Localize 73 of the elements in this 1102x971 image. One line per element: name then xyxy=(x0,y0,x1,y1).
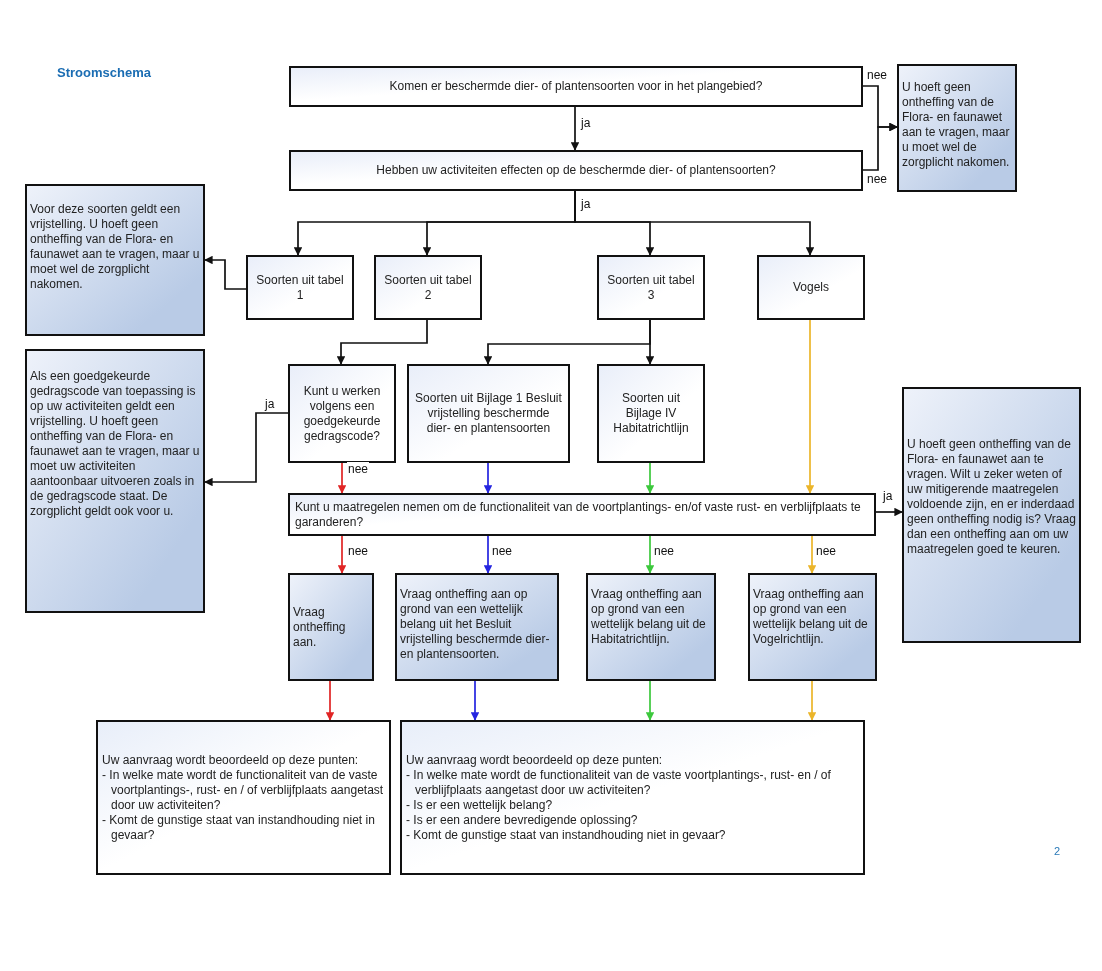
page-number: 2 xyxy=(1054,845,1061,857)
arrow xyxy=(645,319,655,365)
arrow xyxy=(875,507,903,517)
action-box xyxy=(395,573,559,681)
node-text: Voor deze soorten geldt een vrijstelling. U hoeft geen ontheffing van de Flora- en faunawet aan te vragen, maar u moet wel de zorgplicht nakomen. xyxy=(30,202,200,292)
arrow xyxy=(483,462,493,494)
node-text: Soorten uit tabel 1 xyxy=(255,272,345,303)
node-text: Vogels xyxy=(793,280,829,295)
category-box xyxy=(407,364,570,463)
node-text: - Komt de gunstige staat van instandhouding niet in gevaar? xyxy=(406,827,727,843)
info-box xyxy=(902,387,1081,643)
node-text: Vraag ontheffing aan op grond van een wettelijk belang uit het Besluit vrijstelling beschermde dier- en plantensoorten. xyxy=(400,587,551,662)
node-text: Vraag ontheffing aan op grond van een wettelijk belang uit de Vogelrichtlijn. xyxy=(753,587,869,647)
edge-label: ja xyxy=(580,116,592,130)
arrow xyxy=(645,462,655,494)
result-box xyxy=(400,720,865,875)
category-box xyxy=(757,255,865,320)
node-text: Uw aanvraag wordt beoordeeld op deze punten: xyxy=(102,752,360,768)
node-text: Uw aanvraag wordt beoordeeld op deze punten: xyxy=(406,752,664,768)
question-box xyxy=(288,364,396,463)
question-box xyxy=(289,150,863,191)
edge-label: nee xyxy=(347,462,370,476)
node-text: U hoeft geen ontheffing van de Flora- en faunawet aan te vragen, maar u moet wel de zorgplicht nakomen. xyxy=(902,80,1011,170)
action-box xyxy=(288,573,374,681)
edge-label: ja xyxy=(264,397,276,411)
info-box xyxy=(897,64,1017,192)
category-box xyxy=(374,255,482,320)
node-text: U hoeft geen ontheffing van de Flora- en faunawet aan te vragen. Wilt u zeker weten of uw mitigerende maatregelen voldoende zijn, en er inderdaad geen ontheffing nodig is? Vraag dan een ontheffing aan om uw maatregelen goed te keuren. xyxy=(907,437,1076,557)
question-box xyxy=(288,493,876,536)
node-text: Vraag ontheffing aan. xyxy=(293,605,347,650)
result-box xyxy=(96,720,391,875)
node-text: Soorten uit tabel 3 xyxy=(606,272,696,303)
arrow xyxy=(645,535,655,574)
arrow xyxy=(805,319,815,494)
node-text: - In welke mate wordt de functionaliteit van de vaste voortplantings-, rust- en / of verblijfplaats aangetast door uw activiteiten? xyxy=(406,767,832,798)
action-box xyxy=(586,573,716,681)
node-text: Soorten uit tabel 2 xyxy=(383,272,473,303)
edge-label: ja xyxy=(882,489,894,503)
edge-label: ja xyxy=(580,197,592,211)
arrow xyxy=(337,535,347,574)
page-title: Stroomschema xyxy=(57,65,151,80)
arrow xyxy=(204,412,289,487)
arrow xyxy=(645,680,655,721)
arrow xyxy=(574,190,815,256)
info-box xyxy=(25,349,205,613)
info-box xyxy=(25,184,205,336)
arrow xyxy=(807,680,817,721)
node-text: - Is er een wettelijk belang? xyxy=(406,797,554,813)
node-text: Komen er beschermde dier- of plantensoorten voor in het plangebied? xyxy=(389,79,763,94)
category-box xyxy=(246,255,354,320)
arrow xyxy=(483,535,493,574)
question-box xyxy=(289,66,863,107)
arrow xyxy=(570,106,580,151)
node-text: Soorten uit Bijlage IV Habitatrichtlijn xyxy=(612,391,690,436)
node-text: Kunt u maatregelen nemen om de functionaliteit van de voortplantings- en/of vaste rust- en verblijfplaats te garanderen? xyxy=(295,499,862,530)
node-text: - In welke mate wordt de functionaliteit van de vaste voortplantings-, rust- en / of verblijfplaats aangetast door uw activiteiten? xyxy=(102,767,385,813)
node-text: Kunt u werken volgens een goedgekeurde gedragscode? xyxy=(302,383,382,444)
arrow xyxy=(325,680,335,721)
category-box xyxy=(597,255,705,320)
node-text: Vraag ontheffing aan op grond van een wettelijk belang uit de Habitatrichtlijn. xyxy=(591,587,707,647)
arrow xyxy=(470,680,480,721)
node-text: - Komt de gunstige staat van instandhouding niet in gevaar? xyxy=(102,812,376,843)
arrow xyxy=(862,122,898,171)
node-text: - Is er een andere bevredigende oplossing? xyxy=(406,812,639,828)
node-text: Hebben uw activiteiten effecten op de beschermde dier- of plantensoorten? xyxy=(376,163,776,178)
arrow xyxy=(337,462,347,494)
node-text: Als een goedgekeurde gedragscode van toepassing is op uw activiteiten geldt een vrijstelling. U hoeft geen ontheffing van de Flora- en faunawet aan te vragen, maar u moet uw activiteiten aantoonbaar uitvoeren zoals in de gedragscode staat. De zorgplicht geldt ook voor u. xyxy=(30,369,200,519)
arrow xyxy=(336,319,428,365)
category-box xyxy=(597,364,705,463)
arrow xyxy=(204,255,247,290)
node-text: Soorten uit Bijlage 1 Besluit vrijstelling beschermde dier- en plantensoorten xyxy=(415,391,562,436)
arrow xyxy=(807,535,817,574)
action-box xyxy=(748,573,877,681)
